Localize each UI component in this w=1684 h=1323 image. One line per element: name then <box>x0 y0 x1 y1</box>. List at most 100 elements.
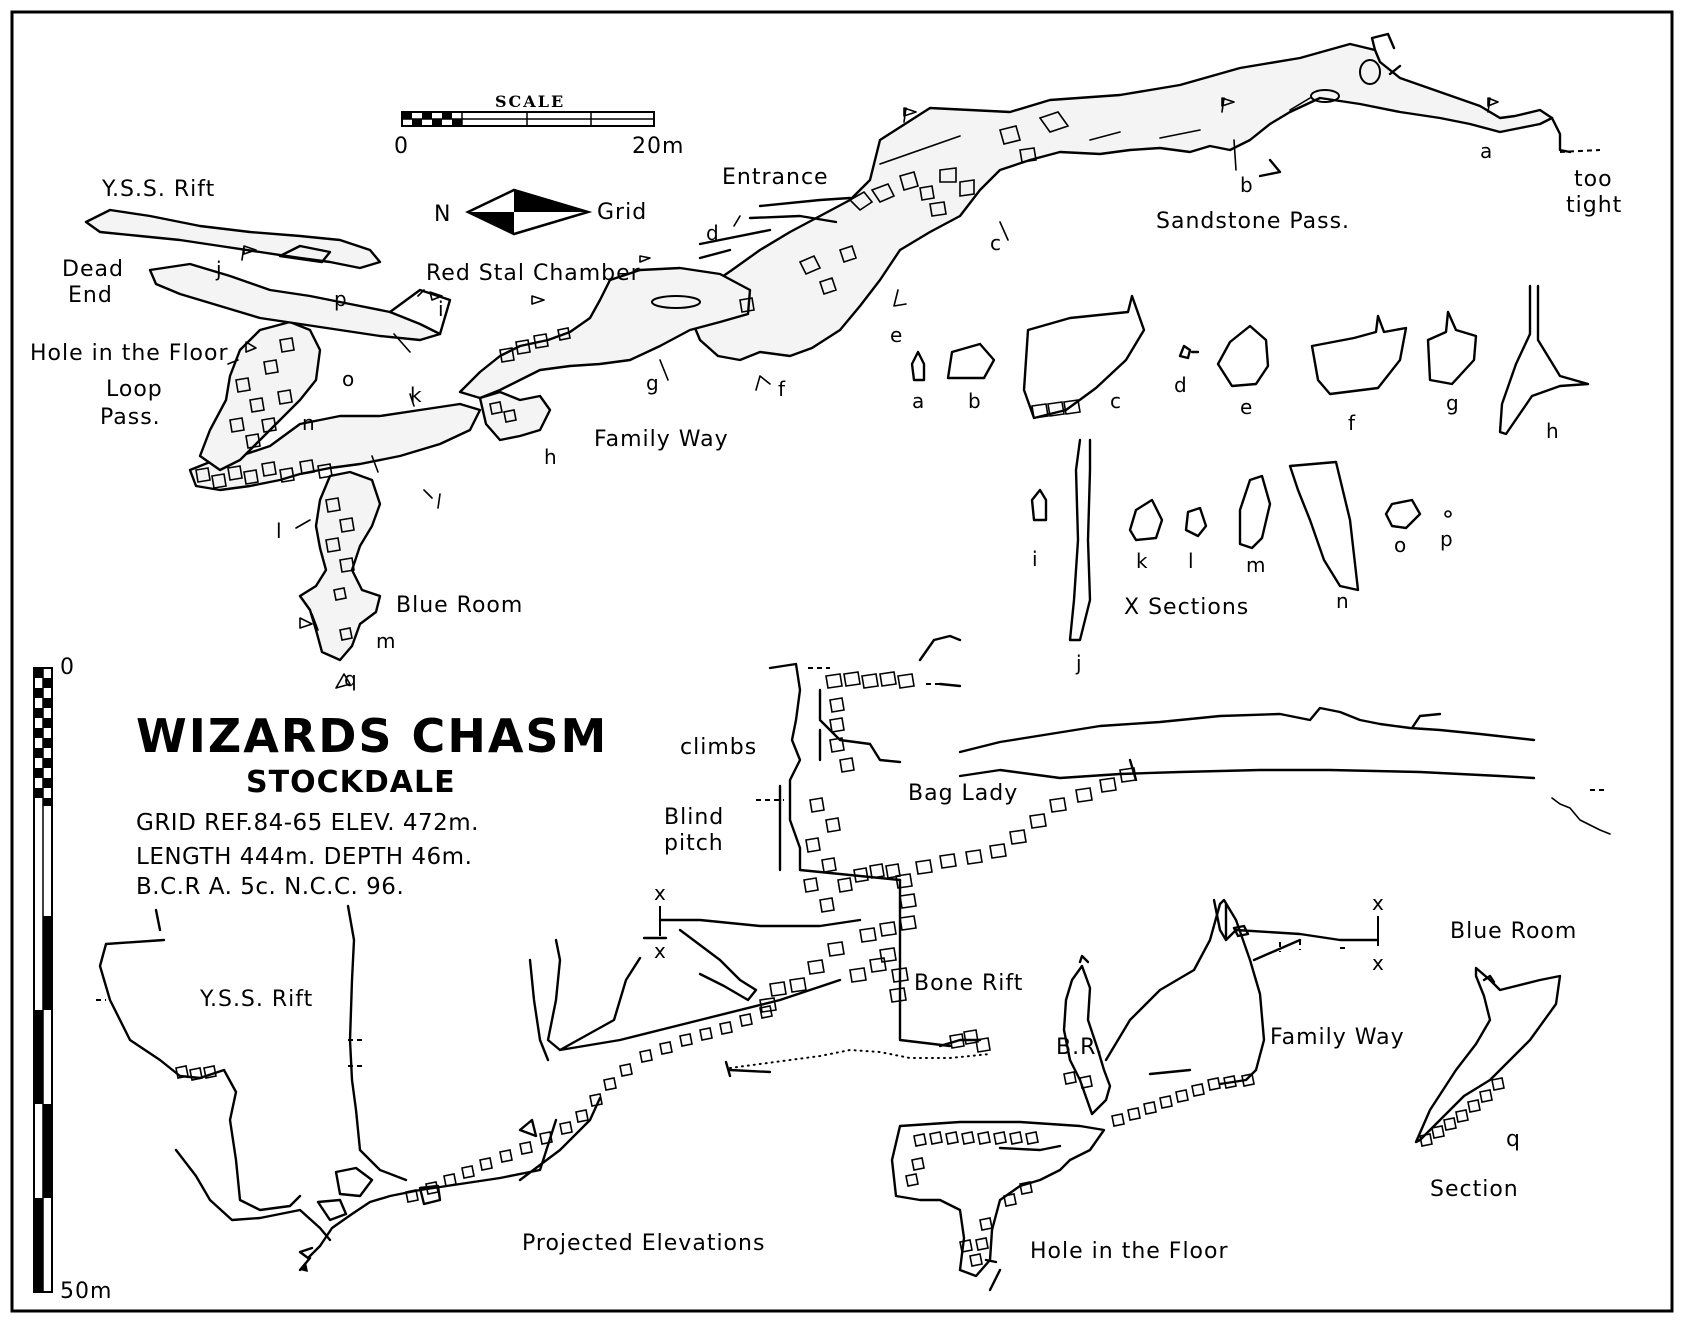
plan-label-loop-2: Pass. <box>100 405 161 430</box>
north-label: N <box>434 202 451 227</box>
station-n: n <box>302 411 315 435</box>
elev-x-3: x <box>1372 891 1384 915</box>
section-ticks <box>227 97 1499 689</box>
red-stal-chamber <box>458 266 752 400</box>
plan-labels: Y.S.S. Rift Dead End Hole in the Floor L… <box>30 165 1622 618</box>
map-frame <box>10 10 1674 1313</box>
plan-station-letters: a b c d e f g h i j k l m n o p q <box>215 139 1492 691</box>
station-j: j <box>215 257 222 281</box>
xsec-m <box>1238 474 1272 550</box>
xsec-p <box>1444 510 1452 518</box>
elev-label-blind-1: Blind <box>664 805 724 830</box>
survey-subtitle: STOCKDALE <box>246 765 456 800</box>
plan-label-blue-room: Blue Room <box>396 593 523 618</box>
elev-label-blind-2: pitch <box>664 831 724 856</box>
xsec-label-c: c <box>1110 389 1121 413</box>
station-l: l <box>276 519 282 543</box>
xsec-label-k: k <box>1136 549 1148 573</box>
xsec-b <box>946 342 996 380</box>
station-i: i <box>438 297 444 321</box>
scale-start-label: 0 <box>394 134 409 159</box>
grid-label: Grid <box>597 200 647 225</box>
station-a: a <box>1480 139 1492 163</box>
xsec-label-l: l <box>1188 549 1194 573</box>
xsec-label-i: i <box>1032 547 1038 571</box>
survey-grade: B.C.R A. 5c. N.C.C. 96. <box>136 874 404 900</box>
plan-label-dead-end-1: Dead <box>62 257 124 282</box>
xsec-c <box>1022 294 1146 420</box>
xsec-o <box>1384 498 1422 530</box>
xsec-g <box>1426 310 1478 386</box>
xsec-j <box>1068 438 1092 642</box>
station-o: o <box>342 367 354 391</box>
station-p: p <box>334 287 347 311</box>
xsec-label-j: j <box>1075 651 1082 675</box>
station-m: m <box>376 629 395 653</box>
projected-elevations: x x x x climbs Bag <box>96 634 1611 1292</box>
station-k: k <box>410 383 422 407</box>
survey-title: WIZARDS CHASM <box>136 709 608 763</box>
xsec-label-p: p <box>1440 527 1453 551</box>
plan-label-sandstone: Sandstone Pass. <box>1156 209 1350 234</box>
station-q: q <box>344 667 357 691</box>
scale-bar: SCALE 0 20m <box>394 92 684 159</box>
elev-x-2: x <box>654 939 666 963</box>
elev-label-family-way: Family Way <box>1270 1025 1405 1050</box>
xsec-i <box>1030 488 1048 522</box>
loop-passage <box>198 320 322 472</box>
north-arrow: N Grid <box>434 188 647 236</box>
xsec-label-d: d <box>1174 373 1187 397</box>
station-b: b <box>1240 173 1253 197</box>
xsec-n <box>1288 460 1360 592</box>
xsec-h <box>1498 284 1590 436</box>
xsec-a <box>910 350 926 382</box>
station-e: e <box>890 323 902 347</box>
xsec-d <box>1178 344 1200 360</box>
station-g: g <box>646 371 659 395</box>
plan-label-red-stal: Red Stal Chamber <box>426 261 641 286</box>
yss-rift-plan <box>84 208 382 270</box>
xsec-k <box>1128 498 1164 542</box>
elev-label-section: Section <box>1430 1177 1519 1202</box>
elev-label-yss-rift: Y.S.S. Rift <box>199 987 313 1012</box>
elev-label-bone-rift: Bone Rift <box>914 971 1023 996</box>
scale-end-label: 20m <box>632 134 684 159</box>
xsec-label-o: o <box>1394 533 1406 557</box>
survey-length-depth: LENGTH 444m. DEPTH 46m. <box>136 844 472 870</box>
vertical-scale: 0 50m <box>33 655 111 1304</box>
xsec-label-g: g <box>1446 391 1459 415</box>
xsec-label-h: h <box>1546 419 1559 443</box>
xsec-label-n: n <box>1336 589 1349 613</box>
survey-grid-ref: GRID REF.84-65 ELEV. 472m. <box>136 810 479 836</box>
cross-sections: a b c d e f g h i j k l m n o p X Sectio… <box>910 284 1590 675</box>
elev-x-4: x <box>1372 951 1384 975</box>
sandstone-passage <box>688 42 1554 362</box>
vertical-scale-top: 0 <box>60 655 75 680</box>
elev-label-q: q <box>1506 1127 1521 1152</box>
xsec-label-b: b <box>968 389 981 413</box>
plan-label-too: too <box>1574 167 1613 192</box>
elev-label-bag-lady: Bag Lady <box>908 781 1018 806</box>
xsec-label-f: f <box>1348 411 1356 435</box>
xsec-label-a: a <box>912 389 924 413</box>
station-d: d <box>706 221 719 245</box>
xsec-title: X Sections <box>1124 595 1249 620</box>
plan-label-dead-end-2: End <box>68 283 113 308</box>
scale-title: SCALE <box>495 92 565 111</box>
plan-label-tight: tight <box>1566 193 1622 218</box>
elev-label-blue-room: Blue Room <box>1450 919 1577 944</box>
plan-label-family-way: Family Way <box>594 427 729 452</box>
plan-label-hole-in-floor: Hole in the Floor <box>30 341 229 366</box>
elev-x-1: x <box>654 881 666 905</box>
xsec-label-e: e <box>1240 395 1252 419</box>
plan-label-yss-rift: Y.S.S. Rift <box>101 177 215 202</box>
elev-label-climbs: climbs <box>680 735 757 760</box>
xsec-l <box>1184 506 1208 538</box>
elev-label-hole-in-floor: Hole in the Floor <box>1030 1239 1229 1264</box>
plan-label-entrance: Entrance <box>722 165 829 190</box>
title-block: WIZARDS CHASM STOCKDALE GRID REF.84-65 E… <box>136 709 608 900</box>
station-f: f <box>778 377 786 401</box>
station-h: h <box>544 445 557 469</box>
